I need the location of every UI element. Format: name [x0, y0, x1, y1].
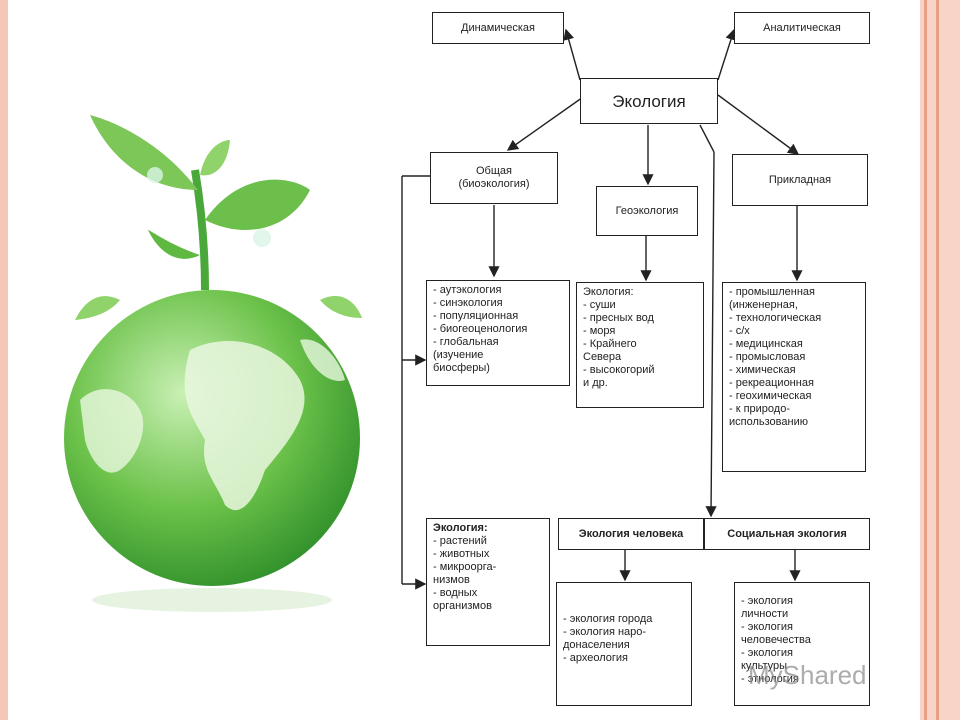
leaf-icon: [148, 230, 200, 259]
leaf-icon: [320, 296, 362, 318]
border-stripe: [924, 0, 927, 720]
box-general-list: - аутэкология - синэкология - популяцион…: [426, 280, 570, 386]
continent-america: [80, 389, 144, 473]
box-geo-list: Экология: - суши - пресных вод - моря - …: [576, 282, 704, 408]
water-drop-icon: [253, 229, 271, 247]
box-social-list: - экология личности - экология человечес…: [734, 582, 870, 706]
box-dynamic: Динамическая: [432, 12, 564, 44]
leaf-icon: [200, 140, 230, 176]
continent-asia: [300, 339, 345, 381]
slide-border-left: [0, 0, 8, 720]
box-human: Экология человека: [558, 518, 704, 550]
box-applied-list: - промышленная (инженерная, - технологич…: [722, 282, 866, 472]
border-stripe: [936, 0, 939, 720]
watermark: MyShared: [748, 660, 867, 690]
globe-shadow: [92, 588, 332, 612]
slide-border-right: [918, 0, 960, 720]
globe-sprout-illustration: [64, 115, 362, 612]
box-social: Социальная экология: [704, 518, 870, 550]
box-applied: Прикладная: [732, 154, 868, 206]
leaf-icon: [75, 296, 120, 320]
sprout-stem: [191, 169, 209, 291]
box-organisms: Экология: - растений - животных - микроо…: [426, 518, 550, 646]
organisms-title: Экология:: [433, 522, 488, 534]
leaf-icon: [90, 115, 198, 190]
continent-africa: [184, 341, 305, 511]
organisms-list: - растений - животных - микроорга- низмо…: [433, 535, 497, 612]
box-geo: Геоэкология: [596, 186, 698, 236]
box-analytic: Аналитическая: [734, 12, 870, 44]
box-general: Общая (биоэкология): [430, 152, 558, 204]
box-root: Экология: [580, 78, 718, 124]
box-human-list: - экология города - экология наро- донас…: [556, 582, 692, 706]
water-drop-icon: [147, 167, 163, 183]
leaf-icon: [205, 179, 310, 230]
